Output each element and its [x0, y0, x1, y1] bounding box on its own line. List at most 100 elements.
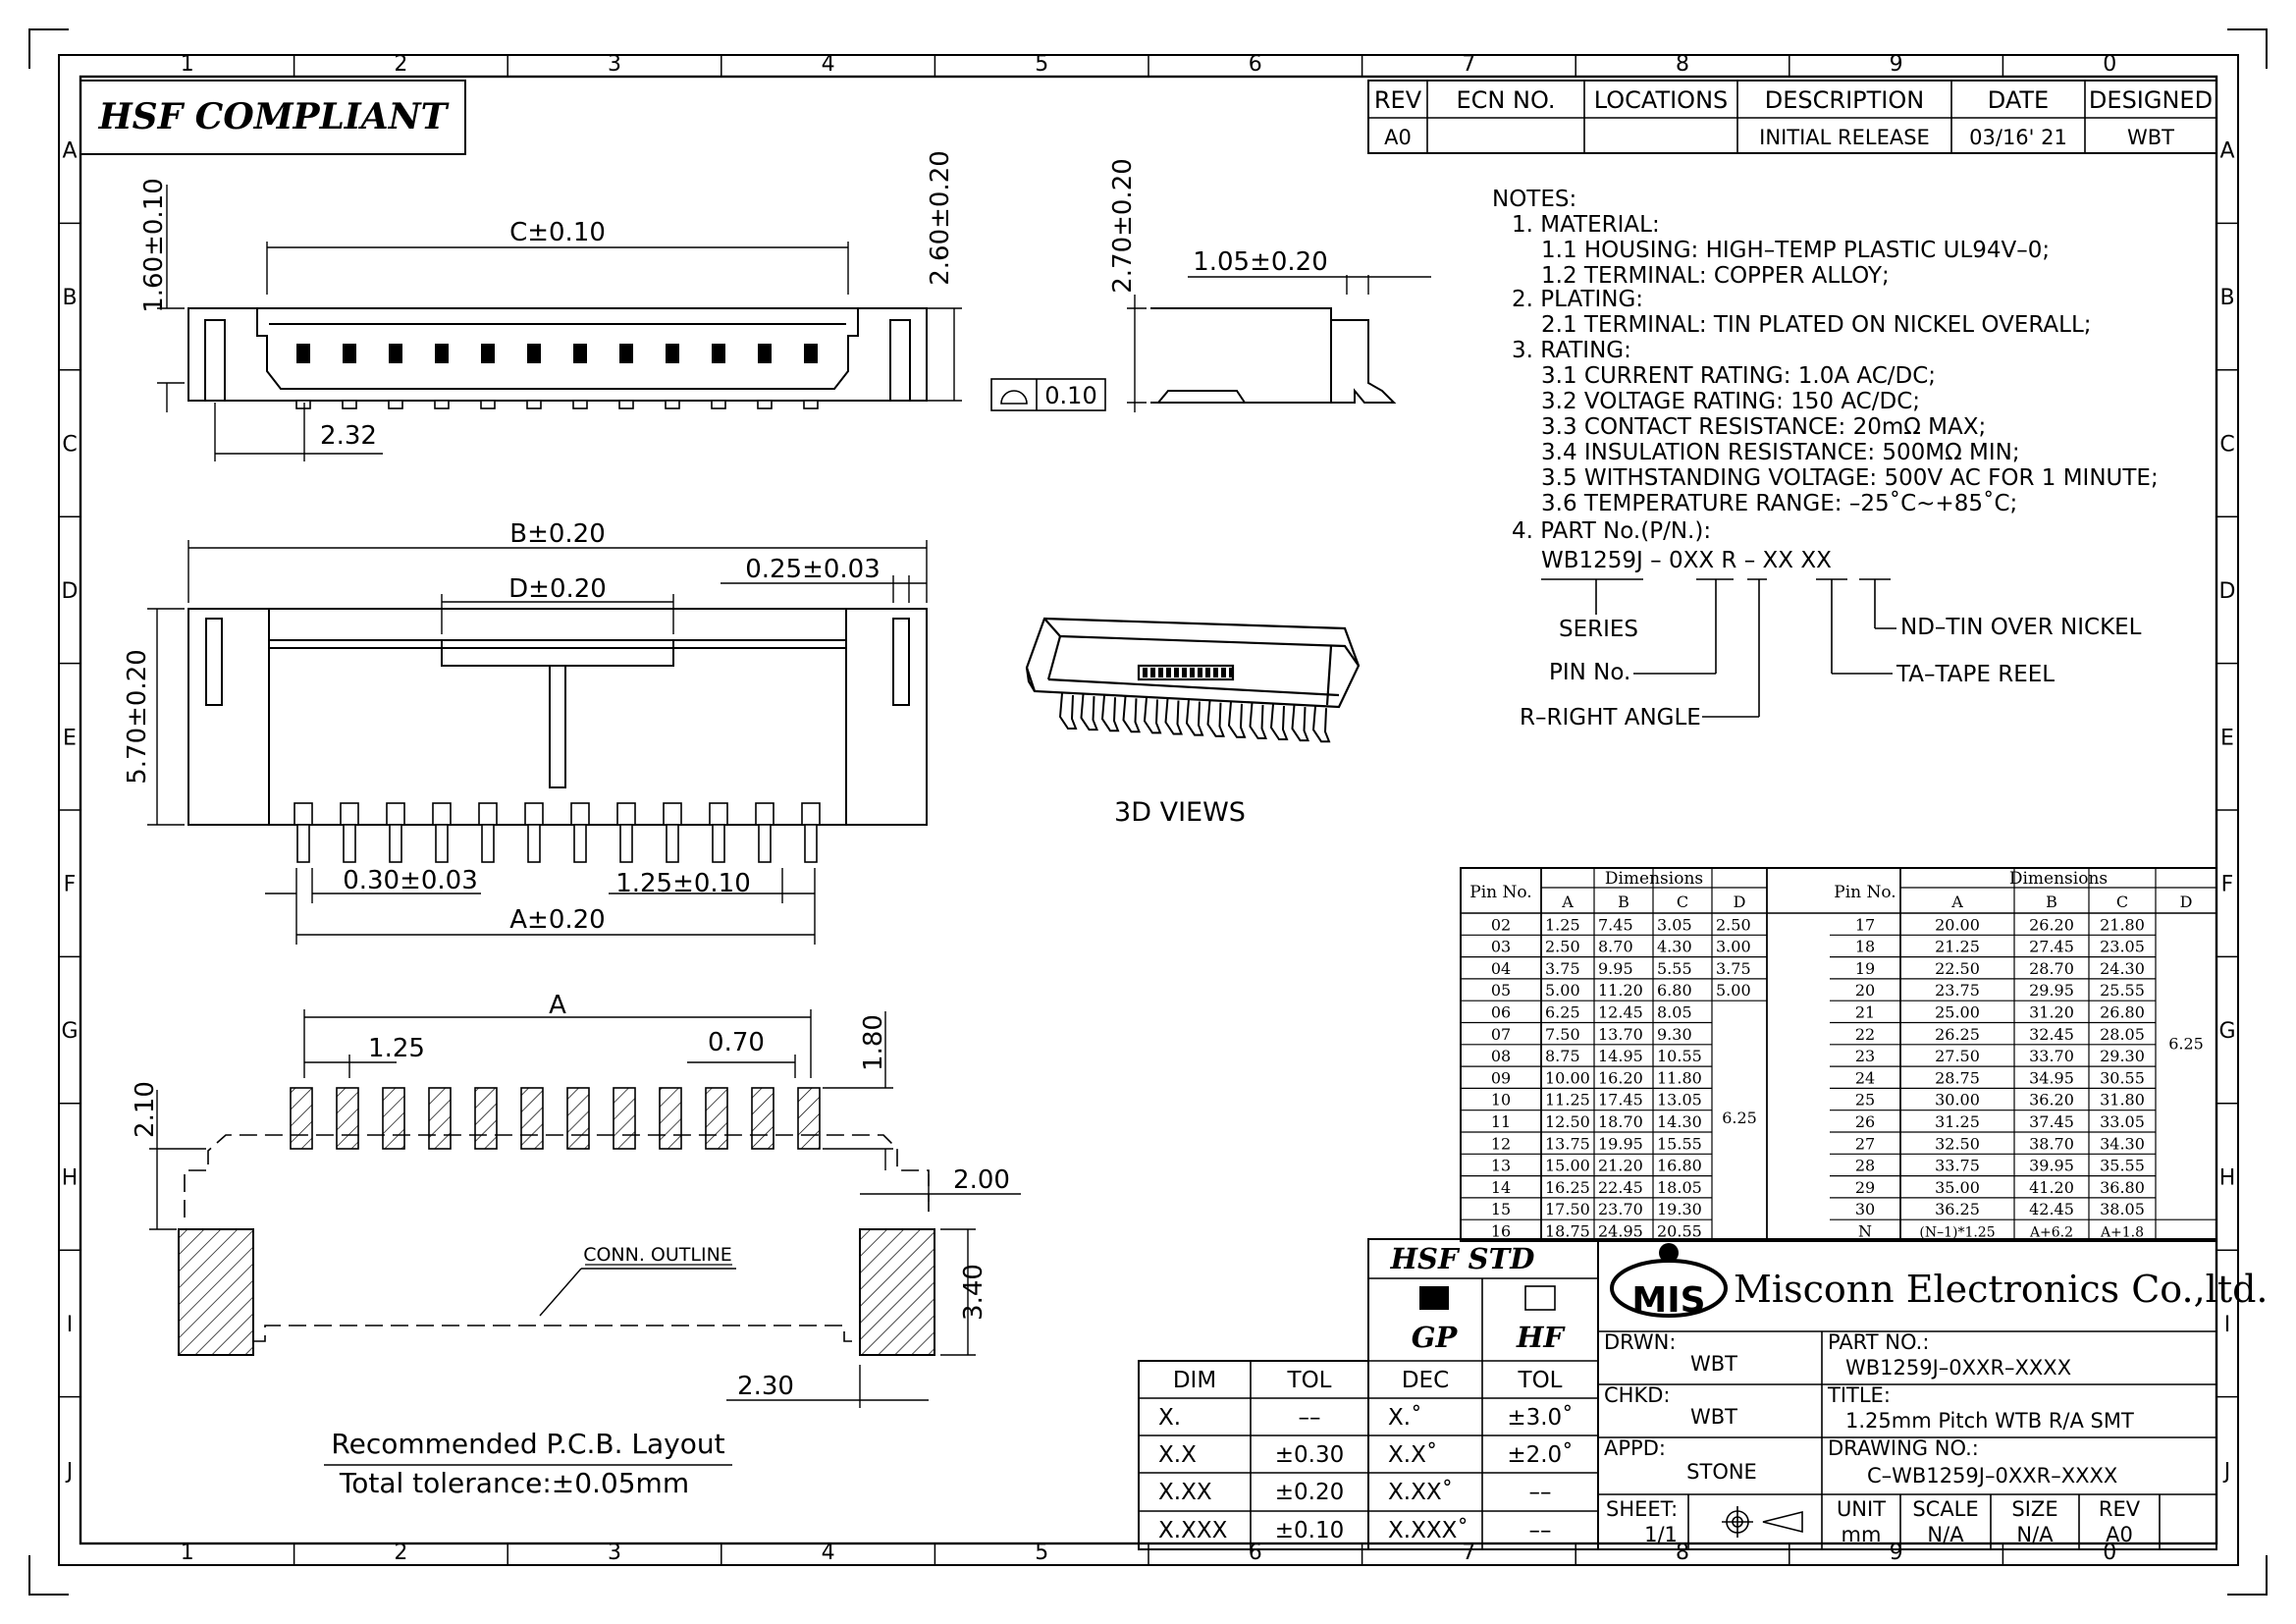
dim-table-right-b: 27.45	[2029, 938, 2074, 956]
grid-col-4-top: 4	[822, 52, 835, 77]
front-pin-leg	[435, 824, 449, 863]
dim-table-right-b: 32.45	[2029, 1025, 2074, 1044]
top-pin-tail	[711, 400, 726, 409]
rev-date-value: 03/16' 21	[1969, 126, 2067, 149]
grid-row-E-right: E	[2220, 726, 2234, 750]
grid-col-1-bottom: 1	[181, 1541, 194, 1565]
dim-table-right-b: 26.20	[2029, 915, 2074, 934]
pcb-left-mount-pad	[178, 1228, 254, 1356]
top-pin-tail	[572, 400, 588, 409]
dim-table-right-c: 36.80	[2100, 1178, 2145, 1197]
grid-row-B-right: B	[2219, 286, 2234, 310]
dim-table-right-b: 31.20	[2029, 1003, 2074, 1022]
dim-table-right-pin: 23	[1855, 1047, 1875, 1065]
pcb-pad	[520, 1087, 544, 1150]
drawing-no-label: DRAWING NO.:	[1828, 1436, 1979, 1460]
front-pin-leg	[619, 824, 633, 863]
dim-table-right-pin: N	[1858, 1222, 1872, 1241]
tol-dim-1: X.X	[1158, 1442, 1197, 1468]
pcb-dim-a: A	[549, 991, 566, 1020]
grid-row-D-right: D	[2219, 579, 2236, 604]
dim-table-left-b: 22.45	[1598, 1178, 1643, 1197]
grid-row-I-right: I	[2224, 1313, 2231, 1337]
front-pin-shoulder	[801, 802, 821, 826]
pcb-tolerance: Total tolerance:±0.05mm	[339, 1467, 689, 1499]
dim-table-left-pin: 16	[1491, 1222, 1511, 1241]
note-1-2: 1.2 TERMINAL: COPPER ALLOY;	[1541, 263, 1890, 289]
hsf-header-dec: DEC	[1402, 1368, 1449, 1393]
front-pin-shoulder	[616, 802, 636, 826]
dim-table-right-b: 33.70	[2029, 1047, 2074, 1065]
grid-row-D-left: D	[62, 579, 79, 604]
company-logo: MIS	[1610, 1243, 1728, 1321]
top-pin-tail	[295, 400, 311, 409]
dim-570-label: 5.70±0.20	[123, 649, 152, 785]
dim-c-label: C±0.10	[509, 218, 606, 247]
dim-table-right-a: (N–1)*1.25	[1919, 1225, 1995, 1241]
grid-row-A-right: A	[2219, 139, 2234, 164]
company-name: Misconn Electronics Co.,ltd.	[1734, 1268, 2269, 1311]
dim-table-right-pin: 25	[1855, 1091, 1875, 1110]
dim-table-right-pin: 28	[1855, 1157, 1875, 1175]
dim-table-right-pin: 27	[1855, 1134, 1875, 1153]
dim-table-left-c: 3.05	[1657, 915, 1692, 934]
dim-table-right-a: 30.00	[1935, 1091, 1980, 1110]
dim-table-left-a: 16.25	[1545, 1178, 1590, 1197]
dim-table-left-b: 18.70	[1598, 1112, 1643, 1131]
dim-table-left-c: 11.80	[1657, 1068, 1702, 1087]
grid-row-H-right: H	[2219, 1166, 2236, 1191]
dim-table-left-c: 9.30	[1657, 1025, 1692, 1044]
dim-table-right-pin: 24	[1855, 1068, 1875, 1087]
dim-table-right-b: 41.20	[2029, 1178, 2074, 1197]
dim-table-right-b: 36.20	[2029, 1091, 2074, 1110]
dim-232-label: 2.32	[320, 421, 377, 451]
top-pin-tail	[388, 400, 403, 409]
dim-table-left-a: 15.00	[1545, 1157, 1590, 1175]
dim-table-right-b: 39.95	[2029, 1157, 2074, 1175]
top-pin-window	[527, 344, 541, 363]
scale-value: N/A	[1927, 1523, 1964, 1546]
top-pin-window	[573, 344, 587, 363]
part-ta: TA–TAPE REEL	[1896, 662, 2055, 687]
dim-table-left-pin: 04	[1491, 959, 1511, 978]
dim-table-left-b: 19.95	[1598, 1134, 1643, 1153]
dim-table-dimensions-header: Dimensions	[2009, 869, 2108, 889]
dim-table-left-b: 23.70	[1598, 1200, 1643, 1218]
dim-table-left-pin: 11	[1491, 1112, 1511, 1131]
dim-table-left-a: 12.50	[1545, 1112, 1590, 1131]
dim-table-right-c: 38.05	[2100, 1200, 2145, 1218]
rev-value-tb: A0	[2106, 1523, 2133, 1546]
dim-side-270-label: 2.70±0.20	[1108, 158, 1138, 294]
dim-table-left-pin: 09	[1491, 1068, 1511, 1087]
hsf-dec-2: X.XX˚	[1388, 1479, 1453, 1505]
dim-table-left-pin: 07	[1491, 1025, 1511, 1044]
unit-label: UNIT	[1837, 1497, 1886, 1521]
hsf-tol-2: ––	[1529, 1480, 1552, 1505]
dim-table-right-a: 27.50	[1935, 1047, 1980, 1065]
part-right-angle: R–RIGHT ANGLE	[1520, 705, 1701, 731]
conn-outline-bottom	[253, 1325, 860, 1342]
note-1: 1. MATERIAL:	[1512, 212, 1660, 238]
dim-table-left-b: 12.45	[1598, 1003, 1643, 1022]
logo-text: MIS	[1631, 1280, 1705, 1321]
dim-table-left-pin: 02	[1491, 915, 1511, 934]
dim-table-left-a: 7.50	[1545, 1025, 1580, 1044]
dim-table-right-pin: 26	[1855, 1112, 1875, 1131]
dim-table-left-c: 16.80	[1657, 1157, 1702, 1175]
title-value: 1.25mm Pitch WTB R/A SMT	[1845, 1409, 2134, 1433]
hsf-dec-0: X.˚	[1388, 1404, 1422, 1431]
front-pin-leg	[481, 824, 495, 863]
front-view: B±0.20 D±0.20 0.25±0.03 5.70±0.20 0.30±0…	[123, 519, 928, 945]
dim-table-right-pin: 29	[1855, 1178, 1875, 1197]
dim-260-label: 2.60±0.20	[926, 150, 955, 286]
top-pin-tail	[434, 400, 450, 409]
hsf-tol-0: ±3.0˚	[1507, 1404, 1573, 1431]
dim-table-left-d: 3.75	[1716, 959, 1751, 978]
tol-val-0: ––	[1299, 1405, 1321, 1431]
iso-pin-window	[1166, 668, 1171, 677]
dim-side-105-label: 1.05±0.20	[1193, 247, 1328, 277]
front-pin-shoulder	[524, 802, 544, 826]
dim-table-right-a: 36.25	[1935, 1200, 1980, 1218]
notes: NOTES: 1. MATERIAL: 1.1 HOUSING: HIGH–TE…	[1492, 187, 2159, 731]
drawing-no-value: C–WB1259J–0XXR–XXXX	[1867, 1464, 2117, 1488]
